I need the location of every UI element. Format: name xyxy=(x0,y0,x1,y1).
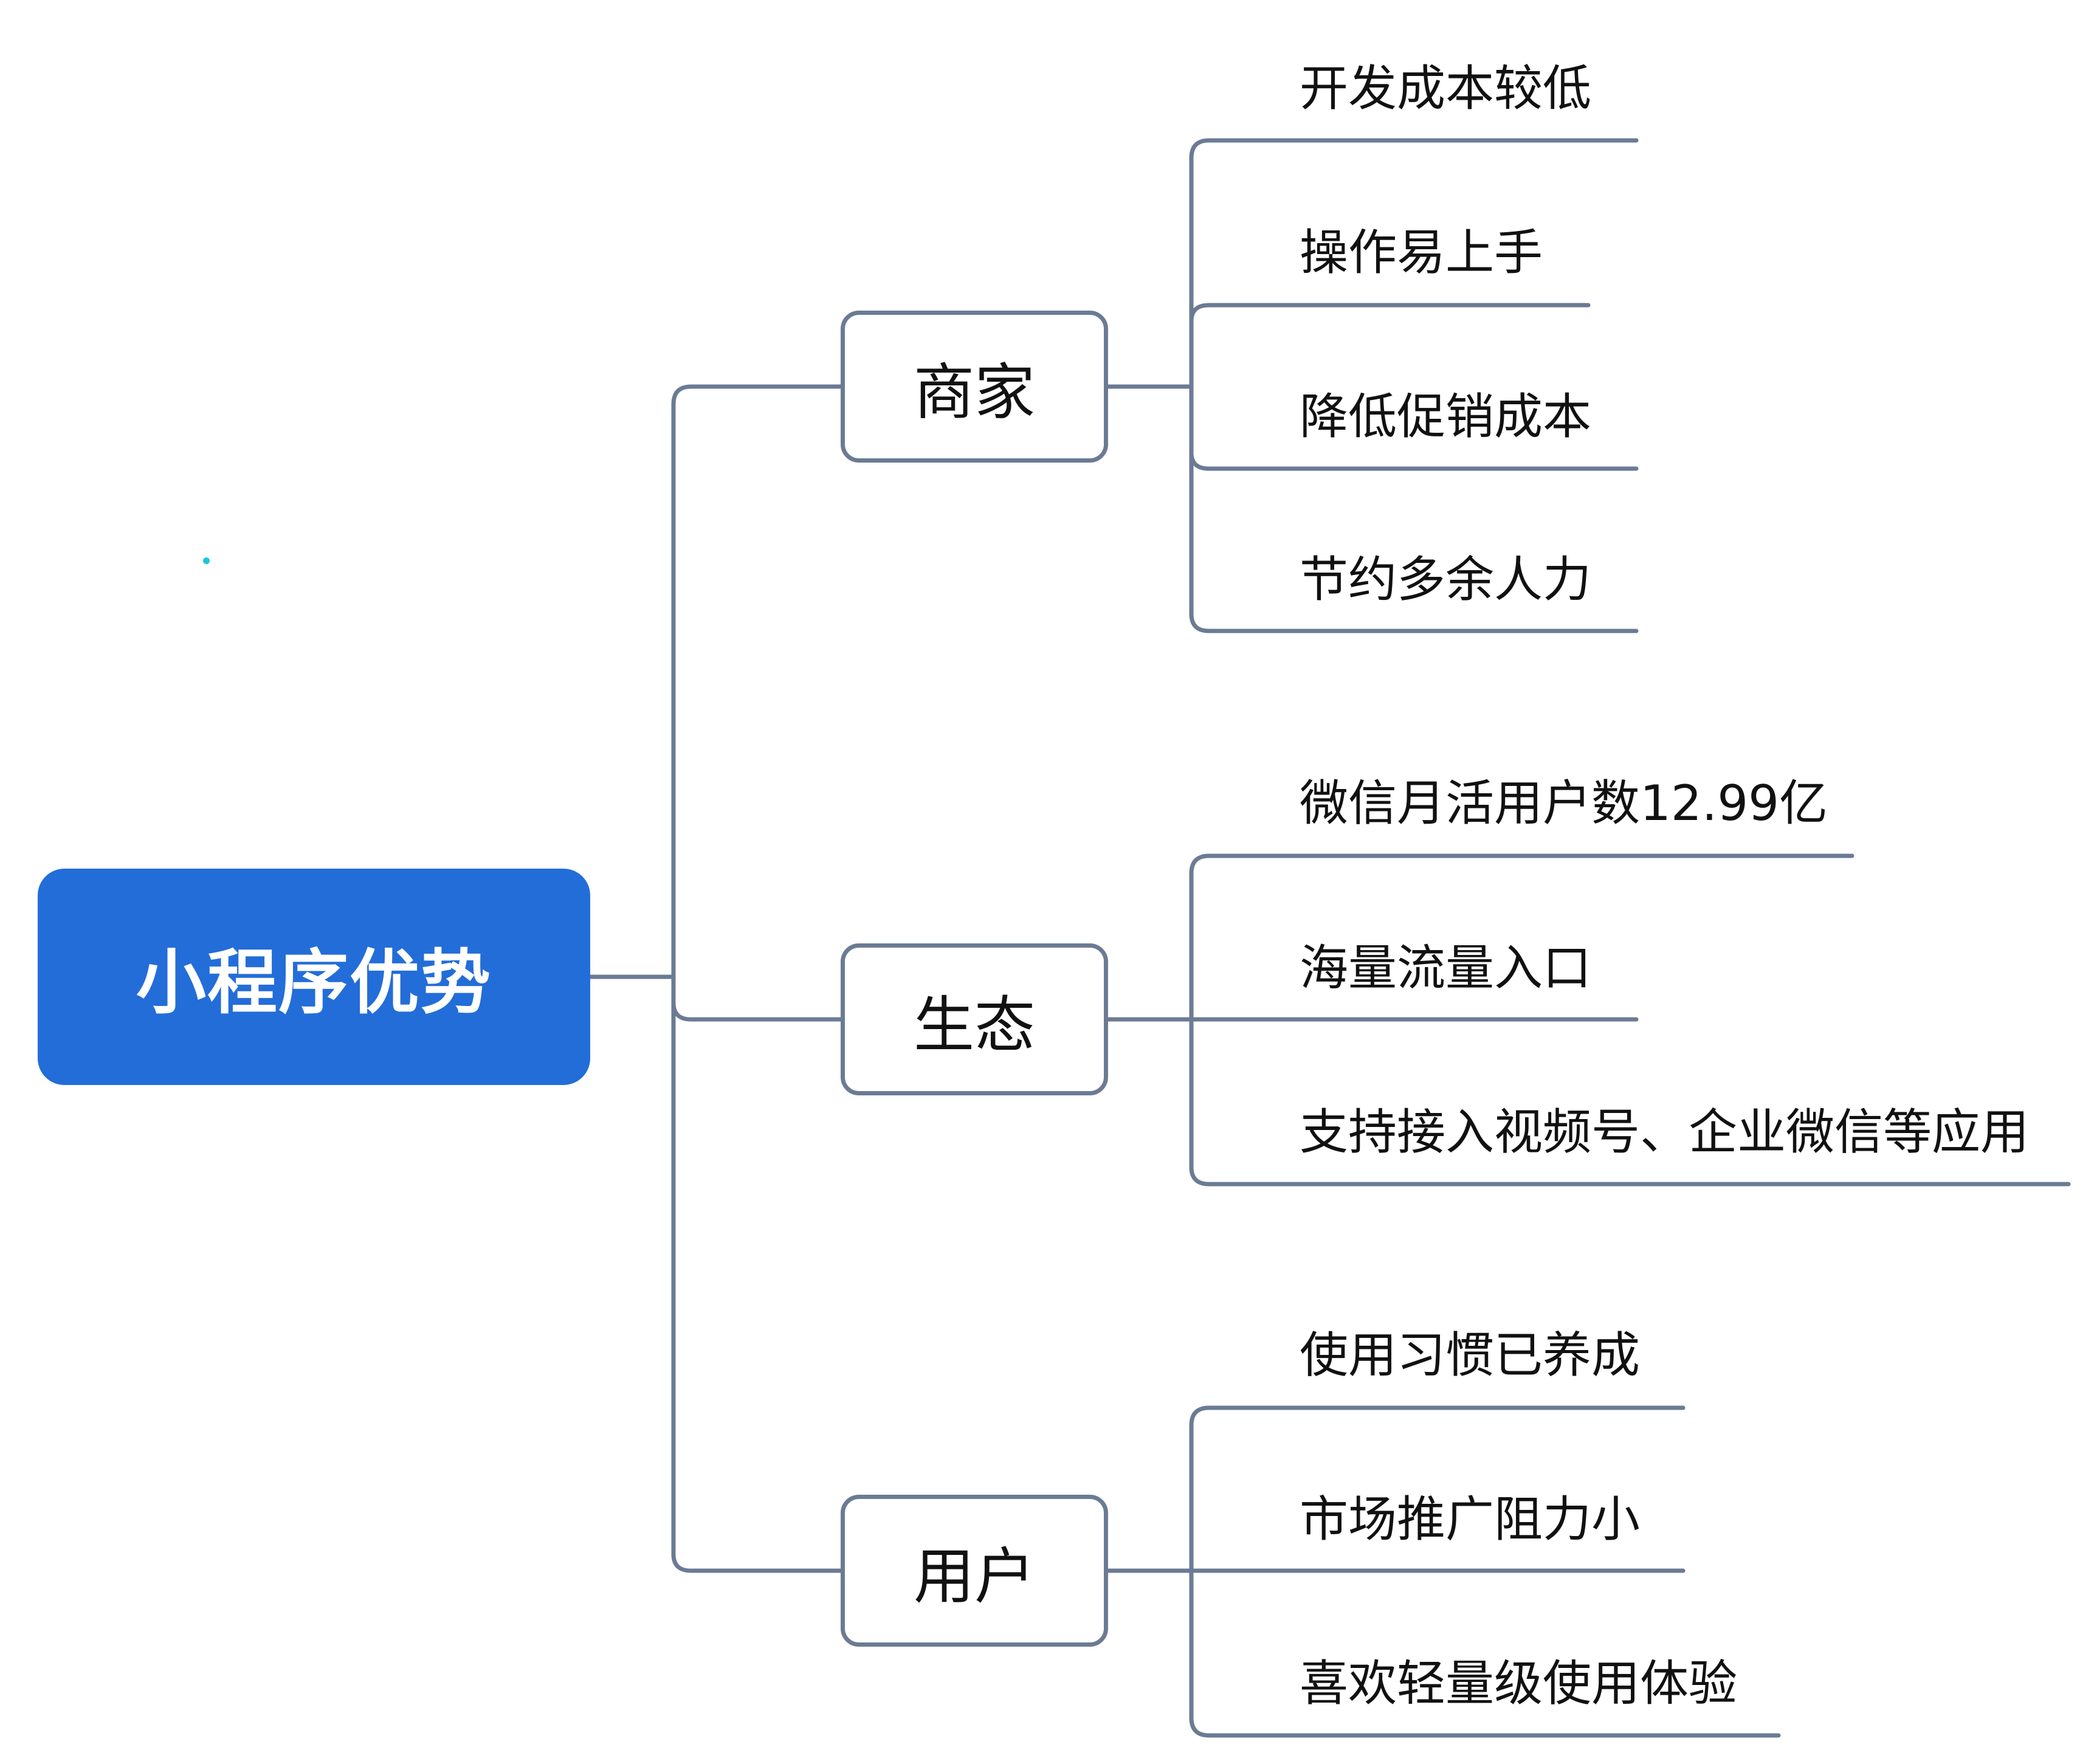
branch-node-user[interactable]: 用户 xyxy=(841,1495,1108,1647)
branch-1-spine xyxy=(1189,138,1639,633)
leaf-item[interactable]: 海量流量入口 xyxy=(1300,940,1591,996)
trunk-connector-top xyxy=(671,384,843,979)
branch-1-leaf-2-line xyxy=(1189,303,1591,323)
leaf-item[interactable]: 开发成本较低 xyxy=(1300,60,1591,117)
leaf-item[interactable]: 支持接入视频号、企业微信等应用 xyxy=(1300,1104,2029,1160)
root-label: 小程序优势 xyxy=(136,942,492,1024)
branch-label: 生态 xyxy=(914,989,1035,1061)
branch-label: 商家 xyxy=(914,356,1035,428)
leaf-item[interactable]: 喜欢轻量级使用体验 xyxy=(1300,1655,1737,1712)
branch-1-leaf-3-line xyxy=(1189,450,1639,471)
leaf-item[interactable]: 使用习惯已养成 xyxy=(1300,1327,1640,1383)
leaf-item[interactable]: 市场推广阻力小 xyxy=(1300,1491,1640,1548)
branch-node-ecosystem[interactable]: 生态 xyxy=(841,943,1108,1095)
branch-node-merchant[interactable]: 商家 xyxy=(841,311,1108,463)
stray-dot xyxy=(203,557,210,564)
leaf-item[interactable]: 节约多余人力 xyxy=(1300,551,1591,608)
root-node[interactable]: 小程序优势 xyxy=(38,869,590,1085)
leaf-item[interactable]: 降低促销成本 xyxy=(1300,388,1591,445)
leaf-item[interactable]: 操作易上手 xyxy=(1300,224,1543,281)
trunk-connector-bottom xyxy=(671,974,843,1573)
trunk-connector-mid xyxy=(671,974,843,1022)
branch-label: 用户 xyxy=(914,1540,1035,1612)
leaf-item[interactable]: 微信月活用户数12.99亿 xyxy=(1300,775,1828,832)
